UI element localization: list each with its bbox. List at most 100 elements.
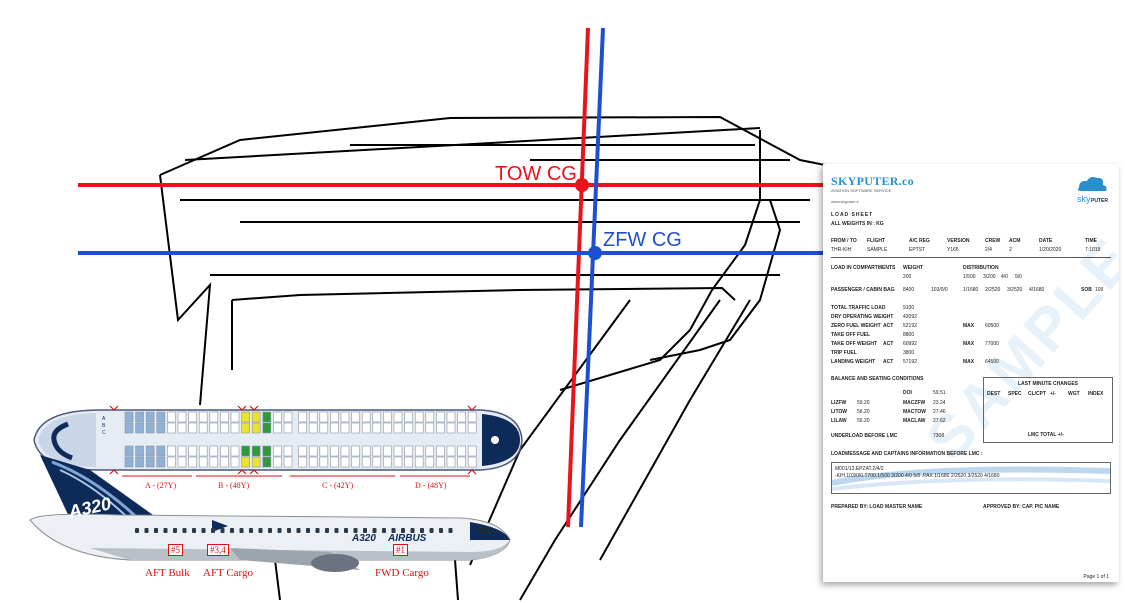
seat [198, 456, 208, 468]
message-line: M001/13.EPZAT.2/4/2 [835, 466, 884, 472]
seat [393, 411, 403, 423]
door-marker [109, 405, 119, 411]
seat [467, 445, 477, 457]
seat [124, 456, 134, 468]
seat [351, 456, 360, 468]
window [325, 528, 329, 533]
seat [145, 422, 155, 434]
hdr-val: Y165 [947, 247, 959, 253]
seat [220, 422, 229, 434]
fuselage [29, 513, 511, 561]
hold-5-tag: #5 [168, 544, 183, 556]
balance-label: BALANCE AND SEATING CONDITIONS [831, 376, 924, 382]
seat [436, 422, 445, 434]
hdr-val: EPTST [909, 247, 926, 253]
seat [135, 411, 144, 423]
balance-v2: 27.46 [933, 409, 946, 415]
seat [383, 456, 392, 468]
seat [167, 422, 176, 434]
seat [156, 445, 166, 457]
seat [220, 411, 229, 423]
hdr-col: CREW [985, 238, 1001, 244]
seat [340, 411, 350, 423]
envelope-inner-top [231, 286, 736, 301]
brand-subtitle: AVIATION SOFTWARE SERVICE [831, 188, 892, 193]
balance-l2: MACTOW [903, 409, 926, 415]
envelope-diagonal [519, 299, 721, 601]
window [249, 528, 253, 533]
seat [145, 411, 155, 423]
seat [372, 456, 382, 468]
seat [135, 456, 144, 468]
seat [404, 422, 413, 434]
seat [145, 445, 155, 457]
seat [209, 456, 219, 468]
hdr-col: TIME [1085, 238, 1097, 244]
hdr-col: ACM [1009, 238, 1021, 244]
seat [319, 445, 329, 457]
seat [156, 422, 166, 434]
weight-val: 3800 [903, 350, 915, 356]
seat [241, 422, 250, 434]
weight-act: ACT [883, 323, 894, 329]
seat [308, 456, 318, 468]
seat [340, 422, 350, 434]
seat-letter: B [102, 423, 106, 429]
seat [241, 456, 250, 468]
hdr-val: SAMPLE [867, 247, 888, 253]
hdr-col: DATE [1039, 238, 1053, 244]
seat [230, 445, 240, 457]
seat [145, 456, 155, 468]
seat [167, 456, 176, 468]
window [277, 528, 282, 533]
seat [273, 445, 282, 457]
window [420, 528, 424, 533]
weight-act: ACT [883, 341, 894, 347]
seat [361, 411, 371, 423]
seat [383, 445, 392, 457]
zfw-cg-label: ZFW CG [603, 229, 682, 251]
seat [273, 411, 282, 423]
seat [393, 456, 403, 468]
seat [251, 422, 261, 434]
seat [251, 411, 261, 423]
lmc-title: LAST MINUTE CHANGES [1018, 381, 1078, 387]
underload-val: 7308 [933, 433, 945, 439]
dist-val: 4/0 [1001, 274, 1008, 280]
weight-label: TAKE OFF FUEL [831, 332, 871, 338]
seat [177, 411, 187, 423]
zfw-vertical-line [579, 27, 605, 528]
divider [831, 257, 1111, 258]
tow-cg-point [575, 178, 589, 192]
seat [209, 422, 219, 434]
seat [425, 422, 435, 434]
zfw-cg-lines [78, 27, 825, 528]
aircraft-side-view: A320 A320 AIRBUS [29, 455, 511, 572]
seat [361, 456, 371, 468]
weight-val: 43092 [903, 314, 917, 320]
weights-unit: ALL WEIGHTS IN : KG [831, 221, 884, 227]
hdr-col: A/C REG [909, 238, 930, 244]
seat [273, 456, 282, 468]
tow-cg-lines [78, 27, 825, 528]
zone-a-label: A - (27Y) [145, 481, 177, 490]
balance-l1: LITOW [831, 409, 848, 415]
weight-maxval: 77000 [985, 341, 999, 347]
seat [209, 445, 219, 457]
pax-val: 4/1680 [1029, 287, 1045, 293]
seat [361, 422, 371, 434]
compartments-label: LOAD IN COMPARTMENTS [831, 265, 896, 271]
weight-val: 57192 [903, 359, 917, 365]
seat [330, 445, 339, 457]
brand-name: SKYPUTER.co [831, 174, 914, 188]
hold-34-tag: #3,4 [207, 544, 229, 556]
seat [124, 411, 134, 423]
seat [393, 422, 403, 434]
seat [361, 445, 371, 457]
window [135, 528, 139, 533]
seat [262, 445, 272, 457]
prepared-by: PREPARED BY: LOAD MASTER NAME [831, 504, 923, 510]
message-swoosh [832, 466, 1110, 491]
window [315, 528, 320, 533]
door-marker [237, 469, 247, 475]
